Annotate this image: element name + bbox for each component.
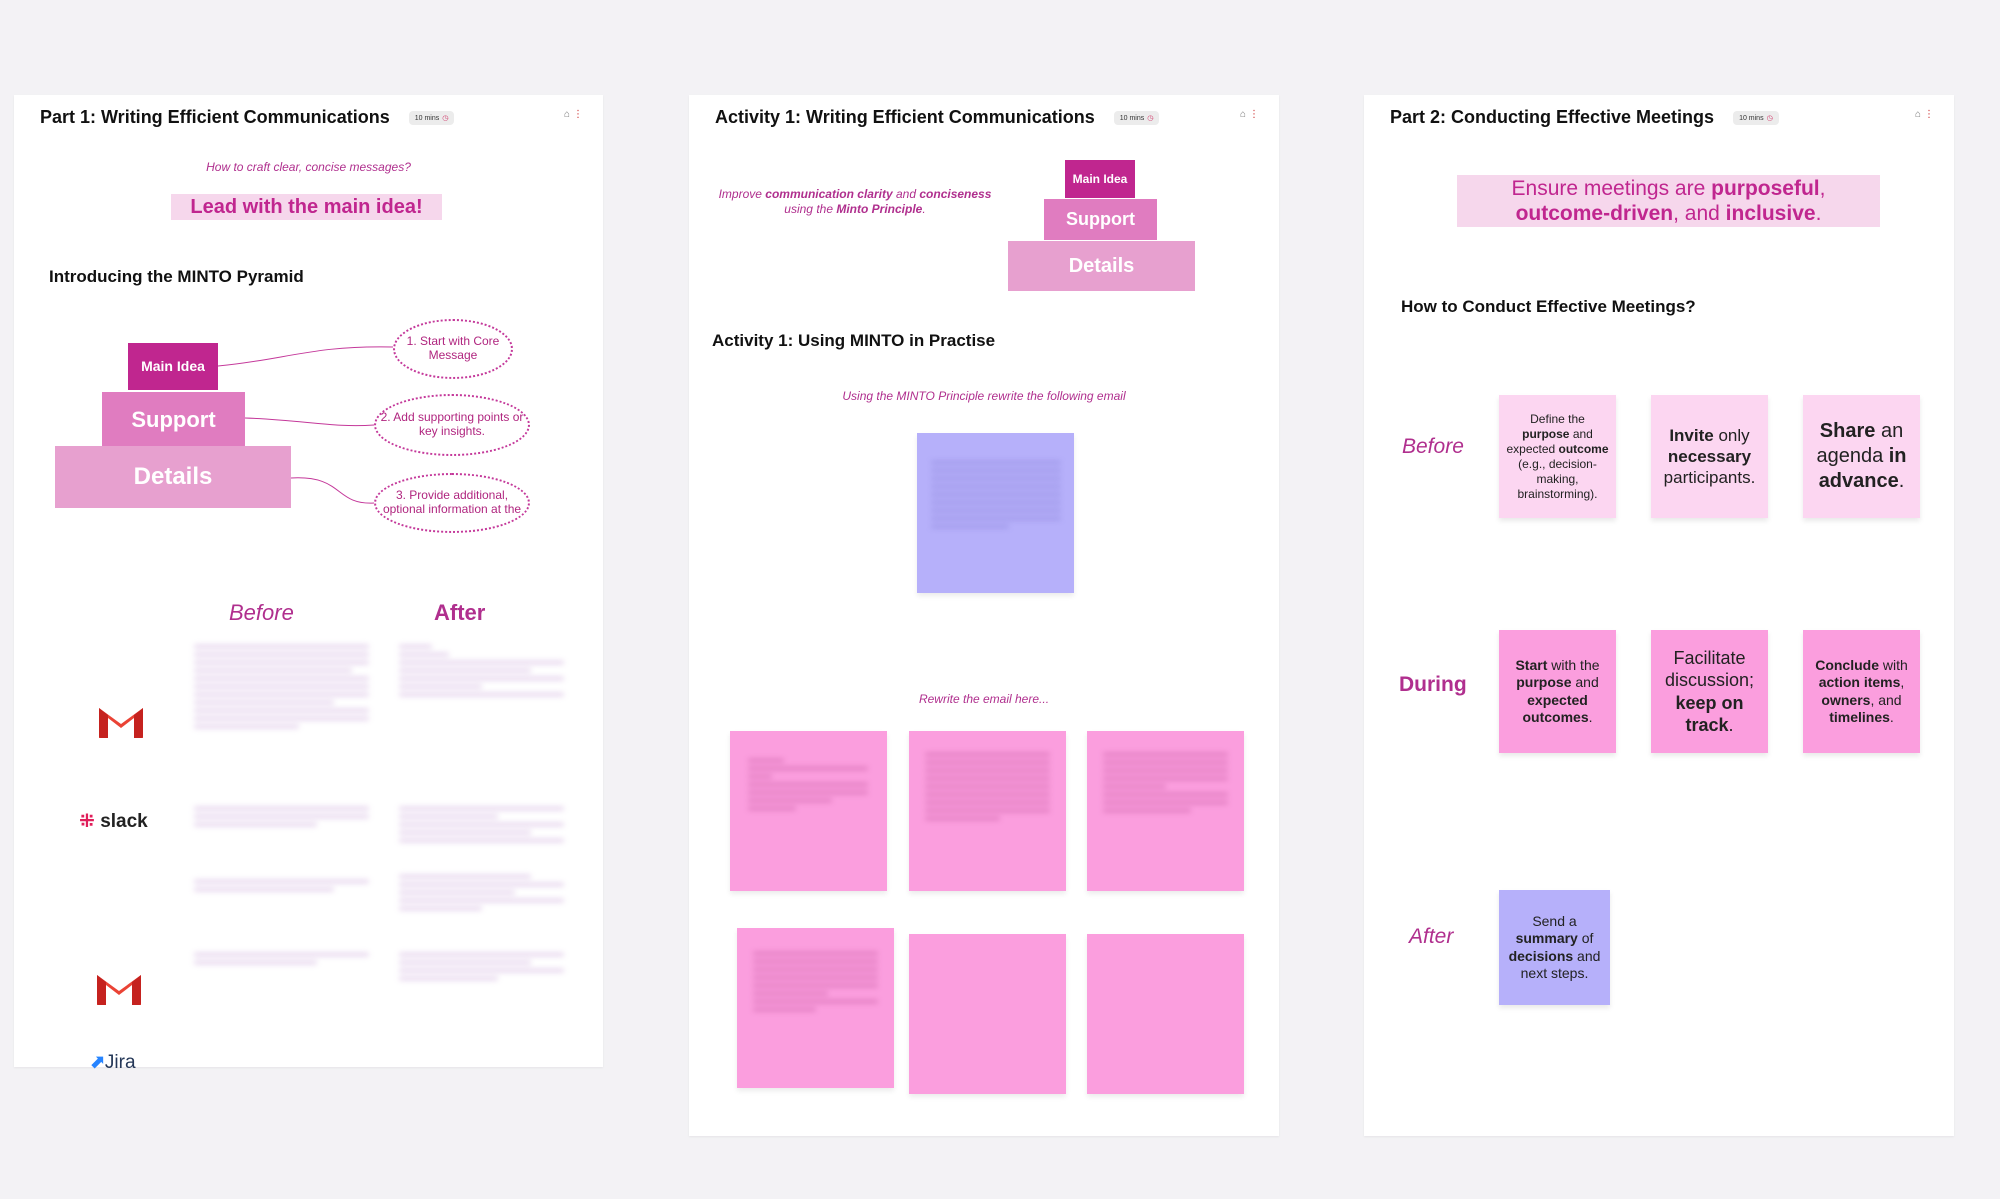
card-invite-participants[interactable]: Invite only necessary participants.	[1651, 395, 1768, 518]
frame-actions[interactable]: ⌂⋮	[1240, 109, 1259, 120]
lead-banner: Lead with the main idea!	[171, 194, 442, 220]
rewrite-sticky-3[interactable]	[1087, 731, 1244, 891]
card-start-purpose[interactable]: Start with the purpose and expected outc…	[1499, 630, 1616, 753]
column-after-heading: After	[434, 600, 486, 625]
rewrite-sticky-2[interactable]	[909, 731, 1066, 891]
subtitle-question: How to craft clear, concise messages?	[206, 160, 411, 174]
card-define-purpose[interactable]: Define the purpose and expected outcome …	[1499, 395, 1616, 518]
rewrite-sticky-4[interactable]	[737, 928, 894, 1088]
callout-core-message[interactable]: 1. Start with Core Message	[393, 319, 513, 379]
before-example-slack[interactable]	[194, 807, 369, 831]
column-before-heading: Before	[229, 600, 294, 625]
frame-title-text: Part 1: Writing Efficient Communications	[40, 107, 390, 127]
frame-menu-icon[interactable]: ⋮	[1249, 109, 1259, 120]
after-example-jira[interactable]	[399, 953, 564, 985]
pyramid-main-idea[interactable]: Main Idea	[128, 343, 218, 390]
timer-badge[interactable]: 10 mins◷	[1113, 111, 1160, 126]
card-facilitate-discussion[interactable]: Facilitate discussion; keep on track.	[1651, 630, 1768, 753]
jira-icon: ⬈	[89, 1052, 105, 1073]
timer-badge[interactable]: 10 mins◷	[408, 111, 455, 126]
card-share-agenda[interactable]: Share an agenda in advance.	[1803, 395, 1920, 518]
after-example-slack[interactable]	[399, 807, 564, 847]
callout-additional-info[interactable]: 3. Provide additional, optional informat…	[374, 473, 530, 533]
pyramid-details[interactable]: Details	[55, 446, 291, 508]
jira-logo: ⬈Jira	[89, 1052, 136, 1073]
before-example-jira[interactable]	[194, 953, 369, 969]
section-heading-minto: Introducing the MINTO Pyramid	[49, 267, 304, 286]
slack-hash-icon: ⁜	[79, 811, 95, 832]
slack-logo: ⁜ slack	[79, 811, 148, 832]
frame-title-text: Activity 1: Writing Efficient Communicat…	[715, 107, 1095, 127]
rewrite-sticky-1[interactable]	[730, 731, 887, 891]
frame-title: Activity 1: Writing Efficient Communicat…	[715, 107, 1160, 128]
after-example-gmail[interactable]	[399, 645, 564, 701]
activity-intro: Improve communication clarity and concis…	[718, 187, 992, 216]
timer-icon: ◷	[442, 115, 449, 123]
pyramid-support[interactable]: Support	[1044, 199, 1157, 240]
frame-actions[interactable]: ⌂⋮	[1915, 109, 1934, 120]
rewrite-prompt: Rewrite the email here...	[918, 692, 1050, 706]
timer-badge[interactable]: 10 mins◷	[1733, 111, 1779, 126]
frame-actions[interactable]: ⌂⋮	[564, 109, 583, 120]
pyramid-details[interactable]: Details	[1008, 241, 1195, 291]
frame-activity1[interactable]: Activity 1: Writing Efficient Communicat…	[689, 95, 1279, 1136]
after-example-gmail-2[interactable]	[399, 875, 564, 915]
timer-icon: ◷	[1147, 115, 1154, 123]
pyramid-main-idea[interactable]: Main Idea	[1065, 160, 1135, 198]
frame-settings-icon[interactable]: ⌂	[563, 109, 570, 120]
before-example-gmail[interactable]	[194, 645, 369, 733]
activity-instruction: Using the MINTO Principle rewrite the fo…	[842, 389, 1126, 403]
card-send-summary[interactable]: Send a summary of decisions and next ste…	[1499, 890, 1610, 1005]
before-example-gmail-2[interactable]	[194, 880, 369, 896]
frame-title: Part 1: Writing Efficient Communications…	[40, 107, 455, 128]
rewrite-sticky-5[interactable]	[909, 934, 1066, 1094]
pyramid-support[interactable]: Support	[102, 392, 245, 447]
frame-menu-icon[interactable]: ⋮	[1924, 109, 1934, 120]
phase-after-label: After	[1409, 925, 1454, 948]
frame-part2-meetings[interactable]: Part 2: Conducting Effective Meetings 10…	[1364, 95, 1954, 1136]
frame-title-text: Part 2: Conducting Effective Meetings	[1390, 107, 1715, 127]
rewrite-sticky-6[interactable]	[1087, 934, 1244, 1094]
timer-icon: ◷	[1766, 115, 1773, 123]
section-heading-activity: Activity 1: Using MINTO in Practise	[712, 331, 996, 350]
card-conclude-actions[interactable]: Conclude with action items, owners, and …	[1803, 630, 1920, 753]
phase-during-label: During	[1399, 673, 1467, 696]
frame-part1-writing[interactable]: Part 1: Writing Efficient Communications…	[14, 95, 603, 1073]
callout-supporting-points[interactable]: 2. Add supporting points or key insights…	[374, 394, 530, 456]
gmail-logo-icon-2	[97, 975, 141, 1005]
frame-menu-icon[interactable]: ⋮	[573, 109, 583, 120]
phase-before-label: Before	[1402, 435, 1464, 458]
frame-title: Part 2: Conducting Effective Meetings 10…	[1390, 107, 1779, 128]
email-sticky-note[interactable]	[917, 433, 1074, 593]
gmail-logo-icon	[99, 708, 143, 738]
frame-settings-icon[interactable]: ⌂	[1239, 109, 1246, 120]
meetings-banner: Ensure meetings are purposeful, outcome-…	[1457, 175, 1880, 227]
frame-settings-icon[interactable]: ⌂	[1914, 109, 1921, 120]
section-heading-meetings: How to Conduct Effective Meetings?	[1401, 297, 1696, 316]
connector-lines	[217, 346, 394, 504]
